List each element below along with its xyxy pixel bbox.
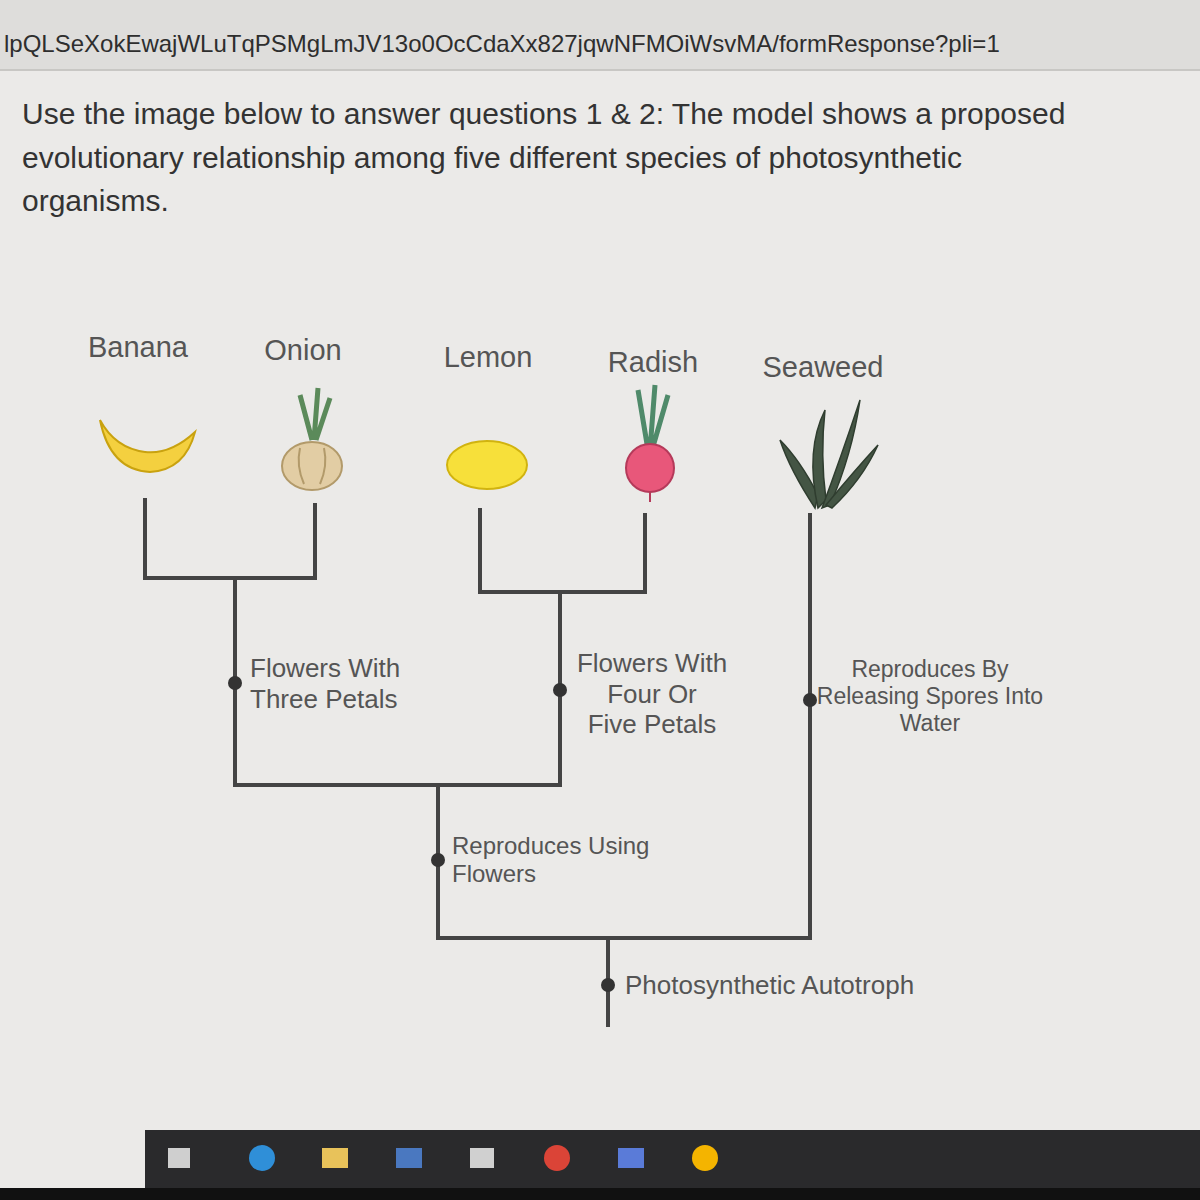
text-line: Water	[817, 710, 1043, 737]
address-bar	[0, 0, 1200, 70]
taskbar-icons	[168, 1145, 718, 1171]
species-name: Onion	[264, 333, 341, 367]
text-line: Banana	[88, 330, 188, 364]
screen-bezel	[0, 1188, 1200, 1200]
text-line: Flowers	[452, 860, 649, 888]
text-line: Flowers With	[250, 653, 400, 684]
seaweed-icon	[780, 400, 878, 508]
onion-icon	[282, 388, 342, 490]
text-line: Five Petals	[577, 709, 727, 740]
text-line: lpQLSeXokEwajWLuTqPSMgLmJV13o0OcCdaXx827…	[4, 30, 1000, 58]
radish-icon	[626, 385, 674, 502]
trait-label: Reproduces By Releasing Spores Into Wate…	[817, 656, 1043, 737]
branch	[145, 500, 315, 578]
text-line: Use the image below to answer questions …	[22, 92, 1182, 136]
species-name: Lemon	[444, 340, 533, 374]
species-name: Radish	[608, 345, 698, 379]
text-line: Releasing Spores Into	[817, 683, 1043, 710]
trait-dot	[431, 853, 445, 867]
trait-dots	[228, 676, 817, 992]
text-line: Seaweed	[763, 350, 884, 384]
taskbar	[145, 1130, 1200, 1188]
tree-branches	[145, 500, 810, 1025]
text-line: Flowers With	[577, 648, 727, 679]
bar-edge	[0, 69, 1200, 71]
question-heading: Use the image below to answer questions …	[22, 92, 1182, 223]
text-line: Three Petals	[250, 684, 400, 715]
text-line: Radish	[608, 345, 698, 379]
text-line: Four Or	[577, 679, 727, 710]
text-line: organisms.	[22, 179, 1182, 223]
trait-dot	[601, 978, 615, 992]
text-line: Reproduces Using	[452, 832, 649, 860]
trait-label: Reproduces Using Flowers	[452, 832, 649, 889]
branch	[808, 515, 812, 938]
text-line: Onion	[264, 333, 341, 367]
branch	[438, 936, 810, 940]
trait-label: Photosynthetic Autotroph	[625, 970, 914, 1001]
trait-dot	[553, 683, 567, 697]
branch	[235, 783, 560, 787]
branch	[480, 510, 645, 592]
text-line: Photosynthetic Autotroph	[625, 970, 914, 1001]
text-line: evolutionary relationship among five dif…	[22, 136, 1182, 180]
address-url: lpQLSeXokEwajWLuTqPSMgLmJV13o0OcCdaXx827…	[4, 30, 1000, 58]
banana-icon	[100, 420, 195, 472]
text-line: Lemon	[444, 340, 533, 374]
trait-dot	[228, 676, 242, 690]
species-name: Banana	[88, 330, 188, 364]
text-line: Reproduces By	[817, 656, 1043, 683]
lemon-icon	[447, 441, 527, 489]
trait-label: Flowers With Three Petals	[250, 653, 400, 714]
species-name: Seaweed	[763, 350, 884, 384]
trait-label: Flowers With Four Or Five Petals	[577, 648, 727, 740]
trait-dot	[803, 693, 817, 707]
